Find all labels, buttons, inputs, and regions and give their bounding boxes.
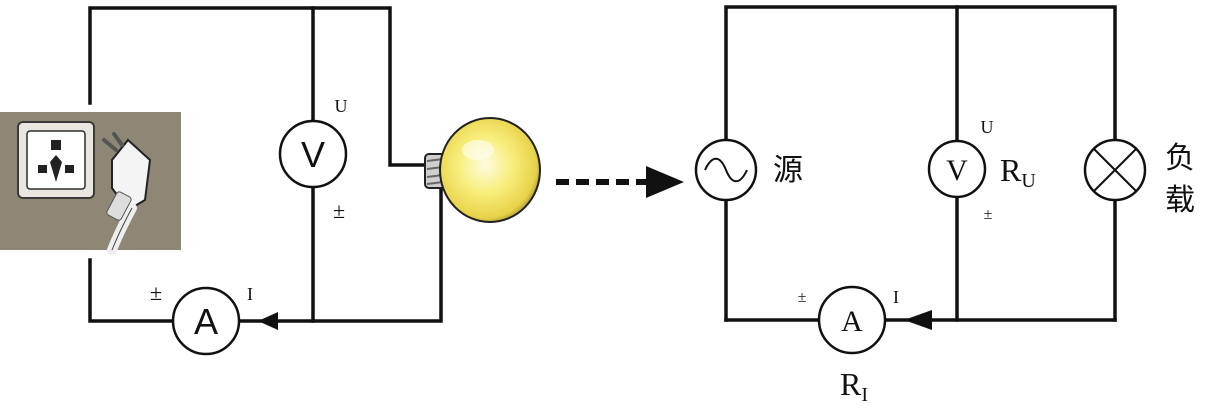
right-ammeter: A ± I RI (798, 285, 899, 406)
right-ammeter-symbol: A (841, 305, 863, 338)
left-ammeter-symbol: A (194, 301, 218, 342)
ammeter-resistance-label: RI (840, 366, 868, 406)
left-current-direction-arrow (258, 312, 278, 330)
bulb-glass (439, 117, 541, 223)
ac-source: 源 (694, 138, 803, 202)
right-ammeter-terminal-pm: ± (798, 289, 807, 306)
left-voltmeter: V U ± (278, 96, 348, 223)
left-voltmeter-terminal-pm: ± (333, 198, 345, 223)
source-label: 源 (773, 153, 803, 188)
light-bulb-photo (424, 117, 541, 223)
right-circuit: 源 V U ± RU 负 载 A ± I RI (694, 5, 1195, 406)
right-voltmeter: V U ± RU (927, 117, 1036, 223)
voltmeter-resistance-label: RU (1000, 152, 1036, 192)
sine-wave-icon (704, 157, 748, 183)
left-voltmeter-terminal-u: U (335, 96, 348, 116)
left-wires (88, 6, 443, 323)
left-ammeter: A ± I (150, 280, 253, 356)
right-current-direction-arrow (904, 310, 932, 330)
dashed-transition-arrow (556, 166, 684, 198)
plug-icon (102, 132, 152, 255)
left-circuit: V U ± A ± I (0, 6, 541, 356)
load-lamp: 负 载 (1083, 138, 1195, 218)
socket-outlet-icon (38, 140, 74, 182)
left-ammeter-terminal-i: I (247, 284, 253, 304)
right-voltmeter-terminal-pm: ± (984, 206, 993, 223)
right-ammeter-terminal-i: I (893, 287, 899, 307)
right-voltmeter-terminal-u: U (981, 117, 994, 137)
power-socket-photo (0, 112, 181, 255)
left-ammeter-terminal-pm: ± (150, 280, 162, 305)
load-label-line2: 载 (1165, 183, 1195, 218)
load-label-line1: 负 (1165, 141, 1195, 176)
right-voltmeter-symbol: V (946, 154, 968, 187)
left-voltmeter-symbol: V (301, 134, 325, 175)
